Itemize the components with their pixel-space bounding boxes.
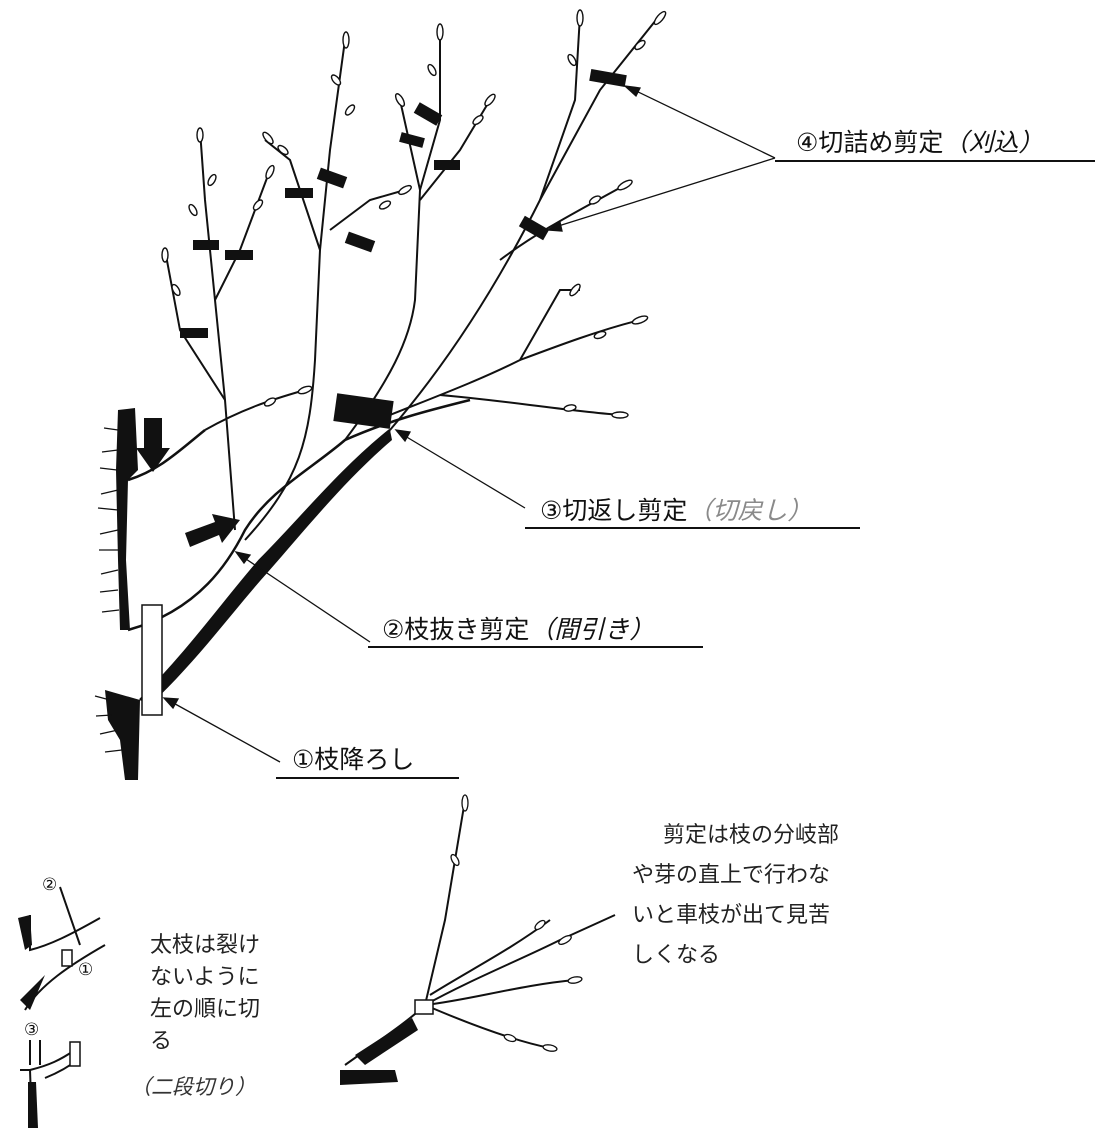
label-cut3-underline [525,527,860,529]
label-cut3-main: ③切返し剪定 [540,496,688,525]
label-cut3: ③切返し剪定（切戻し） [540,496,812,526]
buds [161,9,667,419]
note-pruning-rule-line: しくなる [632,943,721,968]
label-cut3-sub: （切戻し） [687,496,813,525]
tree-stump [105,408,140,780]
big-arrows [136,418,240,547]
two-step-cut-shadow [18,915,45,1128]
branch-sketch-shadow [340,1018,418,1085]
label-cut1-underline [276,777,459,779]
label-cut4: ④切詰め剪定（刈込） [796,128,1043,158]
note-thick-branch-line: 左の順に切 [150,997,261,1022]
step-number-2: ② [42,875,58,895]
note-thick-branch-line: る [150,1029,173,1054]
label-cut1-main: ①枝降ろし [292,745,415,774]
label-cut1: ①枝降ろし [292,745,414,775]
label-cut4-underline [775,160,1095,162]
cut-marks [180,68,627,429]
label-cut2-sub: （間引き） [529,615,655,644]
note-pruning-rule-line: いと車枝が出て見苦 [632,903,831,928]
note-pruning-rule-line: 剪定は枝の分岐部 [663,823,840,848]
branch-sketch-buds [450,794,583,1052]
note-thick-branch-line: ないように [150,965,260,990]
label-cut4-sub: （刈込） [943,128,1044,157]
label-cut2-underline [368,646,703,648]
cut1-marker-box [141,604,163,716]
step-number-3: ③ [24,1020,40,1040]
trunk-shadow [140,430,392,705]
stump-hairs [94,427,123,753]
label-cut2: ②枝抜き剪定（間引き） [382,615,654,645]
note-two-step: （二段切り） [130,1075,256,1099]
note-pruning-rule-line: や芽の直上で行わな [632,863,831,888]
main-trunk [127,398,471,701]
note-thick-branch-line: 太枝は裂け [150,933,261,958]
branches [164,14,661,541]
branch-sketch [344,799,616,1066]
label-cut4-main: ④切詰め剪定 [796,128,944,157]
step-number-1: ① [78,960,94,980]
pointer-lines [162,85,776,763]
label-cut2-main: ②枝抜き剪定 [382,615,530,644]
